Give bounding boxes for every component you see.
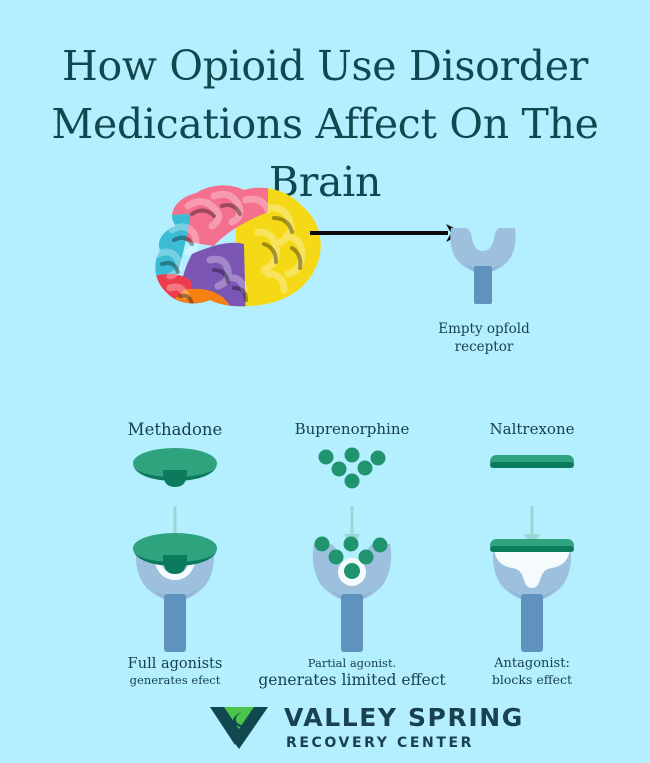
methadone-bound-graphic bbox=[75, 530, 275, 660]
receptor-stem bbox=[341, 594, 363, 652]
receptor-cup bbox=[450, 228, 516, 273]
medication-columns: Methadone bbox=[0, 420, 650, 695]
logo-text: VALLEY SPRING RECOVERY CENTER bbox=[284, 705, 524, 750]
naltrexone-caption: Antagonist: blocks effect bbox=[432, 656, 632, 687]
page-title: How Opioid Use Disorder Medications Affe… bbox=[35, 37, 615, 211]
receptor-caption-line-2: receptor bbox=[454, 339, 514, 355]
medication-column-naltrexone: Naltrexone bbox=[432, 420, 632, 695]
receptor-blocked-naltrexone-icon bbox=[490, 539, 574, 652]
naltrexone-caption-primary: Antagonist: bbox=[494, 656, 570, 671]
y-receptor-icon bbox=[450, 228, 516, 304]
buprenorphine-title: Buprenorphine bbox=[294, 420, 410, 438]
drug-cap bbox=[133, 533, 217, 563]
blocked-cavity bbox=[494, 546, 570, 588]
buprenorphine-drug-graphic bbox=[252, 444, 452, 504]
receptor-stem bbox=[474, 266, 492, 304]
naltrexone-bar-icon bbox=[490, 455, 574, 468]
receptor-stem bbox=[521, 594, 543, 652]
medication-column-buprenorphine: Buprenorphine bbox=[252, 420, 452, 695]
logo-name: VALLEY SPRING bbox=[284, 702, 524, 732]
valley-spring-v-logo-icon bbox=[210, 707, 268, 749]
receptor-caption-line-1: Empty opfold bbox=[438, 321, 530, 337]
naltrexone-bound-graphic bbox=[432, 530, 632, 660]
receptor-bound-buprenorphine-icon bbox=[312, 536, 392, 652]
naltrexone-caption-secondary: blocks effect bbox=[491, 672, 573, 687]
title-line-1: How Opioid Use Disorder bbox=[61, 42, 589, 91]
brand-logo: VALLEY SPRING RECOVERY CENTER bbox=[0, 700, 650, 763]
logo-subtitle: RECOVERY CENTER bbox=[286, 734, 475, 751]
brain-lobe-purple bbox=[178, 242, 246, 307]
buprenorphine-bound-graphic bbox=[252, 530, 452, 660]
bound-molecule bbox=[344, 563, 360, 579]
brain-illustration bbox=[118, 178, 338, 328]
receptor-stem bbox=[164, 594, 186, 652]
brain-lobe-pink bbox=[170, 185, 268, 246]
logo-inner: VALLEY SPRING RECOVERY CENTER bbox=[208, 703, 524, 751]
methadone-caption-primary: Full agonists bbox=[127, 656, 223, 672]
medication-column-methadone: Methadone bbox=[75, 420, 275, 695]
buprenorphine-caption: Partial agonist. generates limited effec… bbox=[252, 656, 452, 689]
methadone-mushroom-icon bbox=[133, 448, 217, 487]
brain-lobe-orange bbox=[158, 288, 230, 307]
naltrexone-drug-graphic bbox=[432, 444, 632, 504]
receptor-bound-methadone-icon bbox=[133, 533, 217, 652]
buprenorphine-caption-primary: Partial agonist. bbox=[307, 656, 397, 670]
naltrexone-title: Naltrexone bbox=[489, 420, 575, 438]
title-line-2: Medications Affect On The bbox=[51, 100, 599, 149]
methadone-caption-secondary: generates efect bbox=[129, 673, 221, 687]
binding-cavity bbox=[153, 548, 197, 580]
buprenorphine-caption-secondary: generates limited effect bbox=[258, 671, 446, 689]
brain-icon bbox=[155, 185, 321, 307]
empty-receptor-graphic bbox=[443, 222, 523, 308]
empty-receptor-caption: Empty opfold receptor bbox=[400, 320, 568, 356]
methadone-drug-graphic bbox=[75, 444, 275, 504]
brain-lobe-cyan bbox=[155, 214, 190, 284]
buprenorphine-molecules-icon bbox=[318, 447, 386, 489]
methadone-caption: Full agonists generates efect bbox=[75, 656, 275, 687]
drug-stem bbox=[163, 555, 187, 574]
methadone-title: Methadone bbox=[127, 420, 223, 439]
